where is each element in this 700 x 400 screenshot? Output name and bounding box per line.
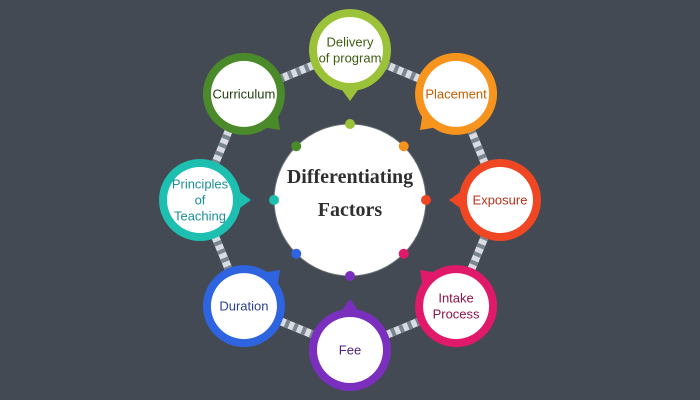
chain-stripe [214, 150, 224, 158]
factor-node: Curriculum [202, 52, 285, 135]
chain-stripe [472, 251, 482, 258]
node-label-line: of program [319, 51, 382, 66]
node-fill [423, 60, 490, 127]
factor-node: Duration [202, 265, 285, 348]
factor-node: Fee [309, 299, 391, 391]
node-label: Placement [425, 86, 487, 101]
chain-stripe [474, 145, 484, 152]
inner-dot [398, 141, 409, 152]
chain-stripe [389, 327, 397, 337]
inner-dots [269, 119, 431, 281]
chain-stripe [292, 322, 299, 332]
center-title-line-2: Factors [318, 199, 383, 221]
node-label-line: Teaching [174, 209, 226, 224]
chain-stripe [398, 324, 405, 334]
chain-stripe [213, 239, 223, 247]
node-label-line: Duration [219, 299, 268, 314]
chain-stripe [469, 259, 479, 267]
node-label-line: Fee [339, 343, 361, 358]
inner-dot [345, 119, 355, 129]
chain-stripe [476, 242, 486, 250]
node-label: Curriculum [213, 86, 276, 101]
node-fill [210, 273, 277, 340]
center-circle [274, 124, 426, 276]
center-title: Differentiating Factors [287, 166, 413, 221]
node-label-line: Process [433, 307, 480, 322]
node-label-line: of [195, 193, 206, 208]
node-fill [467, 167, 533, 233]
node-label-line: Principles [172, 177, 229, 192]
node-label-line: Intake [438, 291, 473, 306]
chain-stripe [470, 136, 480, 144]
chain-stripe [477, 153, 487, 161]
node-label: Exposure [473, 193, 528, 208]
inner-dot [421, 195, 431, 205]
chain-stripe [220, 256, 230, 264]
chain-stripe [295, 66, 302, 76]
node-fill [317, 17, 383, 83]
factor-node: Exposure [449, 159, 541, 241]
inner-dot [291, 248, 302, 259]
node-label-line: Exposure [473, 193, 528, 208]
node-label-line: Curriculum [213, 86, 276, 101]
chain-stripe [392, 64, 400, 74]
chain-stripe [409, 71, 417, 81]
chain-stripe [221, 133, 231, 141]
inner-dot [269, 195, 279, 205]
node-fill [317, 317, 383, 383]
node-label: Duration [219, 299, 268, 314]
factor-node: Placement [415, 52, 498, 135]
node-label-line: Placement [425, 86, 487, 101]
inner-dot [345, 271, 355, 281]
chain-stripe [406, 320, 414, 330]
node-fill [210, 60, 277, 127]
chain-stripe [401, 68, 408, 78]
node-label: Fee [339, 343, 361, 358]
inner-dot [398, 248, 409, 259]
chain-stripe [283, 319, 291, 329]
chain-stripe [300, 326, 308, 336]
node-label-line: Delivery [327, 35, 374, 50]
chain-stripe [303, 63, 311, 73]
center-title-line-1: Differentiating [287, 166, 413, 188]
node-fill [167, 167, 233, 233]
chain-stripe [216, 248, 226, 255]
node-fill [423, 273, 490, 340]
inner-dot [291, 141, 302, 152]
chain-stripe [286, 70, 294, 80]
chain-stripe [218, 142, 228, 149]
